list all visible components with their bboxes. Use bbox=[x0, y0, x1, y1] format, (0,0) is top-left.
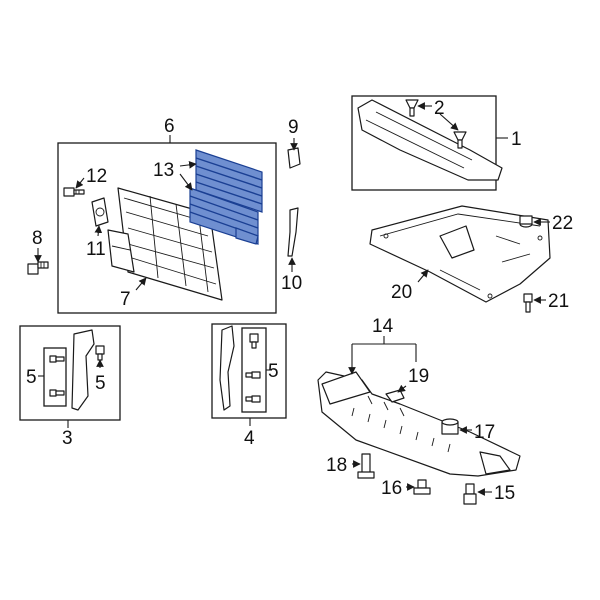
part-18-bolt bbox=[357, 453, 375, 479]
part-5-bolt-g4-bottom bbox=[245, 395, 261, 403]
shutter-assembly-group: 6 7 bbox=[57, 116, 277, 314]
callout-16: 16 bbox=[381, 478, 402, 499]
group-1: 1 2 bbox=[351, 95, 522, 191]
part-5-bolt-g4-top bbox=[249, 333, 259, 349]
callout-22: 22 bbox=[552, 213, 573, 234]
group-6-frame bbox=[57, 142, 277, 314]
callout-18: 18 bbox=[326, 455, 347, 476]
callout-17: 17 bbox=[474, 422, 495, 443]
callout-7: 7 bbox=[120, 289, 131, 310]
part-16-bolt bbox=[413, 479, 431, 495]
callout-10: 10 bbox=[281, 273, 302, 294]
callout-2: 2 bbox=[434, 98, 445, 119]
part-10-bracket bbox=[287, 207, 299, 257]
callout-3: 3 bbox=[62, 428, 73, 449]
part-17-nut bbox=[441, 418, 459, 435]
part-11-bracket bbox=[91, 197, 109, 227]
callout-15: 15 bbox=[494, 483, 515, 504]
part-4-deflector bbox=[219, 325, 235, 411]
part-2-push-pin-lower bbox=[453, 131, 467, 149]
part-13-grille-shutter bbox=[189, 149, 263, 245]
callout-19: 19 bbox=[408, 366, 429, 387]
part-5-bolt-right bbox=[95, 345, 105, 361]
part-5-bolt-left-bottom bbox=[49, 389, 65, 397]
callout-12: 12 bbox=[86, 166, 107, 187]
part-2-push-pin-upper bbox=[405, 99, 419, 117]
part-8-bolt bbox=[27, 261, 49, 275]
part-5-bolt-left-top bbox=[49, 355, 65, 363]
callout-9: 9 bbox=[288, 117, 299, 138]
part-1-air-deflector bbox=[357, 99, 503, 181]
callout-13: 13 bbox=[153, 160, 174, 181]
callout-21: 21 bbox=[548, 291, 569, 312]
callout-14: 14 bbox=[372, 316, 394, 337]
callout-20: 20 bbox=[391, 282, 412, 303]
group-1-frame bbox=[351, 95, 497, 191]
callout-5-group3-left: 5 bbox=[26, 367, 37, 388]
group-3: 5 5 3 bbox=[19, 325, 121, 449]
part-19-clip bbox=[385, 389, 405, 403]
callout-5-group3-right: 5 bbox=[95, 373, 106, 394]
callout-1: 1 bbox=[511, 129, 522, 150]
group-4: 5 4 bbox=[211, 323, 287, 449]
part-20-splash-shield bbox=[369, 205, 551, 303]
part-22-nut bbox=[519, 215, 533, 228]
part-9-clip bbox=[287, 147, 301, 169]
group-4-frame bbox=[211, 323, 287, 419]
part-14-lower-shield bbox=[317, 371, 521, 477]
part-15-bolt bbox=[463, 483, 477, 505]
callout-11: 11 bbox=[86, 239, 106, 260]
group-3-frame bbox=[19, 325, 121, 421]
callout-8: 8 bbox=[32, 228, 43, 249]
callout-5-group4: 5 bbox=[268, 361, 279, 382]
part-3-deflector bbox=[71, 329, 95, 411]
callout-4: 4 bbox=[244, 428, 255, 449]
part-12-bolt bbox=[63, 187, 85, 197]
callout-6: 6 bbox=[164, 116, 175, 137]
group-5-left-bracket bbox=[43, 347, 67, 407]
part-21-bolt bbox=[523, 293, 533, 313]
part-5-bolt-g4-middle bbox=[245, 371, 261, 379]
